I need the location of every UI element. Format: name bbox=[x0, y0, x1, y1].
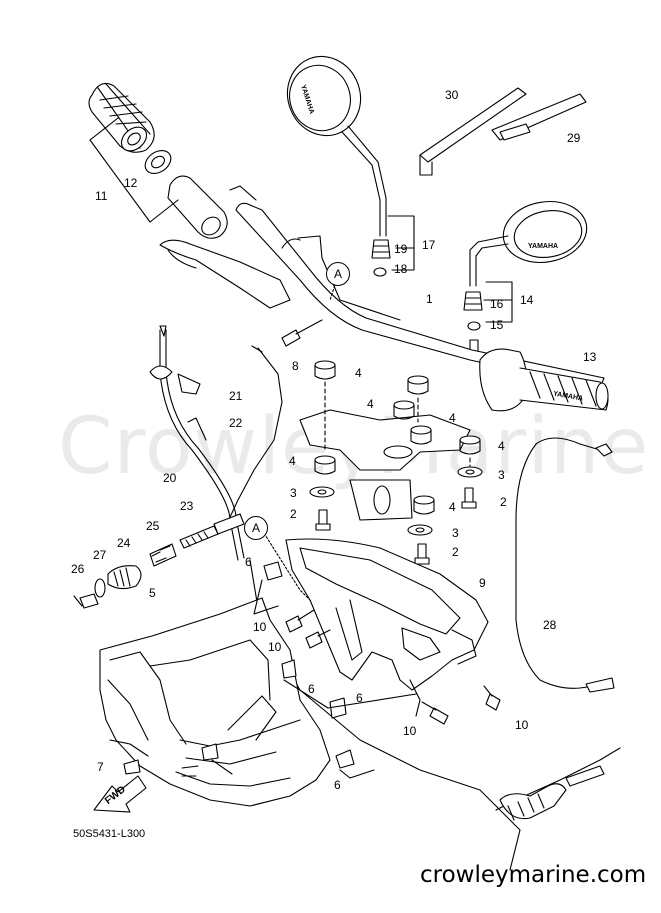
part-label: 2 bbox=[290, 507, 297, 521]
part-label: 7 bbox=[97, 760, 104, 774]
part-label: 23 bbox=[180, 499, 194, 513]
brake-lever bbox=[159, 239, 291, 309]
rubber-dampers bbox=[314, 360, 481, 515]
footer-url[interactable]: crowleymarine.com bbox=[420, 862, 647, 888]
left-grip bbox=[88, 82, 155, 153]
ref-marker-a-bottom: A bbox=[244, 516, 268, 540]
part-label: 10 bbox=[403, 724, 417, 738]
part-label: 3 bbox=[290, 486, 297, 500]
part-label: 14 bbox=[520, 293, 534, 307]
part-label: 6 bbox=[245, 555, 252, 569]
diagram-code: 50S5431-L300 bbox=[73, 828, 146, 840]
throttle-sleeve bbox=[167, 175, 228, 239]
part-label: 10 bbox=[268, 640, 282, 654]
part-label: 21 bbox=[229, 389, 243, 403]
part-label: 5 bbox=[149, 586, 156, 600]
handle-cover-front bbox=[99, 597, 331, 807]
part-label: 9 bbox=[479, 576, 486, 590]
part-label: 28 bbox=[543, 618, 557, 632]
part-label: 20 bbox=[163, 471, 177, 485]
part-label: 3 bbox=[452, 526, 459, 540]
part-label: 22 bbox=[229, 416, 243, 430]
part-label: 4 bbox=[449, 411, 456, 425]
part-label: 6 bbox=[308, 682, 315, 696]
part-label: 4 bbox=[449, 500, 456, 514]
part-label: 6 bbox=[334, 778, 341, 792]
part-label: 19 bbox=[394, 242, 408, 256]
part-label: 4 bbox=[367, 397, 374, 411]
part-label: 10 bbox=[253, 620, 267, 634]
part-label: 16 bbox=[490, 297, 504, 311]
part-label: 15 bbox=[490, 318, 504, 332]
part-label: 1 bbox=[426, 292, 433, 306]
part-label: 11 bbox=[95, 189, 108, 203]
brake-cable bbox=[515, 437, 611, 689]
part-label: 30 bbox=[445, 88, 459, 102]
right-grip bbox=[479, 348, 609, 412]
part-label: 4 bbox=[355, 366, 362, 380]
part-label: 13 bbox=[583, 350, 597, 364]
part-label: 3 bbox=[498, 468, 505, 482]
right-mirror bbox=[469, 201, 588, 287]
part-label: 18 bbox=[394, 262, 408, 276]
part-label: 2 bbox=[452, 545, 459, 559]
fwd-arrow-icon bbox=[93, 775, 147, 813]
throttle-cable bbox=[159, 329, 239, 561]
brand-mark-right: YAMAHA bbox=[528, 243, 559, 250]
part-label: 26 bbox=[71, 562, 85, 576]
part-label: 4 bbox=[289, 454, 296, 468]
handle-cover-rear bbox=[285, 538, 489, 717]
left-mirror bbox=[286, 55, 387, 237]
part-label: 8 bbox=[292, 359, 299, 373]
part-label: 2 bbox=[500, 495, 507, 509]
part-label: 12 bbox=[124, 176, 138, 190]
part-label: 24 bbox=[117, 536, 131, 550]
part-label: 25 bbox=[146, 519, 160, 533]
ref-marker-a-top: A bbox=[326, 262, 350, 286]
part-label: 27 bbox=[93, 548, 107, 562]
cable-tie-30 bbox=[419, 87, 527, 163]
handle-crown bbox=[299, 409, 471, 471]
part-label: 6 bbox=[356, 691, 363, 705]
grip-ring bbox=[144, 149, 172, 175]
part-label: 10 bbox=[515, 718, 529, 732]
part-label: 29 bbox=[567, 131, 581, 145]
part-label: 4 bbox=[498, 439, 505, 453]
part-label: 17 bbox=[422, 238, 436, 252]
